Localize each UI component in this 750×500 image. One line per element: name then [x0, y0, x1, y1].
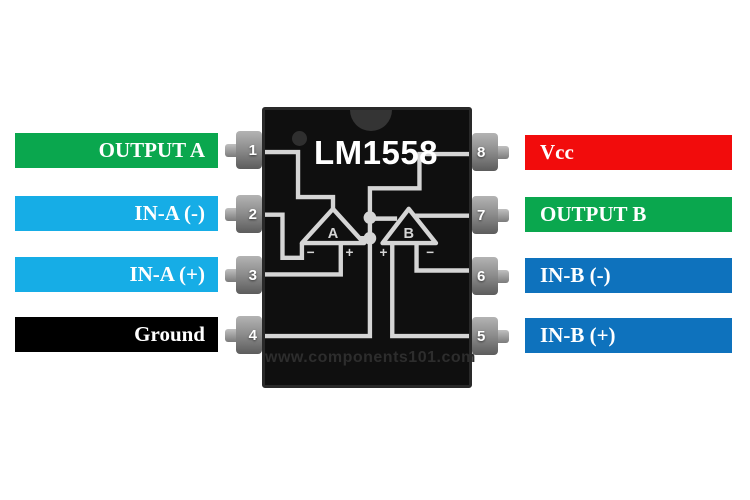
pin-lead-nub — [495, 270, 509, 283]
pin-tab-8: 8 — [472, 133, 498, 171]
pin-number: 8 — [477, 143, 486, 161]
opamp-b-triangle — [380, 206, 439, 246]
pin-label-output-a: OUTPUT A — [15, 133, 218, 168]
pin-number: 1 — [248, 141, 257, 159]
trace-pin7-output-b — [406, 208, 469, 218]
ic-body: A B − + + − LM1558 www.components101.com — [262, 107, 476, 388]
watermark-text: www.components101.com — [265, 349, 476, 366]
pin-label-text: IN-A (-) — [134, 201, 205, 225]
trace-pin1-output-a — [265, 149, 336, 211]
trace-pin6-in-b-minus — [414, 243, 469, 273]
pin-lead-nub — [495, 146, 509, 159]
pin-number: 3 — [248, 266, 257, 284]
pin-tab-1: 1 — [236, 131, 262, 169]
opamp-b-plus-mark: + — [380, 245, 388, 260]
opamp-b-minus-mark: − — [426, 245, 434, 260]
pin-label-text: IN-B (-) — [540, 263, 611, 287]
trace-pin3-in-a-plus — [265, 243, 343, 277]
pin-label-output-b: OUTPUT B — [525, 197, 732, 232]
pin-tab-2: 2 — [236, 195, 262, 233]
pin-tab-5: 5 — [472, 317, 498, 355]
opamp-a-plus-mark: + — [346, 245, 354, 260]
pin-label-in-b-noninverting: IN-B (+) — [525, 318, 732, 353]
opamp-a-minus-mark: − — [307, 245, 315, 260]
pin-label-ground: Ground — [15, 317, 218, 352]
pin-lead-nub — [495, 209, 509, 222]
pin-number: 5 — [477, 327, 486, 345]
pin-label-text: Vcc — [540, 140, 574, 164]
internal-schematic: A B − + + − — [265, 149, 469, 339]
pin-number: 7 — [477, 206, 486, 224]
pin-label-text: IN-B (+) — [540, 323, 616, 347]
pin-label-in-b-inverting: IN-B (-) — [525, 258, 732, 293]
pin-label-in-a-noninverting: IN-A (+) — [15, 257, 218, 292]
pin-label-text: IN-A (+) — [129, 262, 205, 286]
opamp-a-label: A — [328, 226, 339, 242]
pin-number: 4 — [248, 326, 257, 344]
pin-tab-4: 4 — [236, 316, 262, 354]
pin-label-text: Ground — [134, 322, 205, 346]
trace-pin5-in-b-plus — [390, 243, 469, 339]
pin-tab-7: 7 — [472, 196, 498, 234]
pin-label-in-a-inverting: IN-A (-) — [15, 196, 218, 231]
pin1-indicator-dot — [292, 131, 307, 146]
trace-pin8-vcc — [367, 151, 469, 218]
pin-lead-nub — [225, 269, 239, 282]
trace-pin2-in-a-minus — [265, 212, 305, 260]
junction-dot — [363, 231, 377, 245]
package-notch — [350, 110, 392, 131]
opamp-b-label: B — [404, 226, 415, 242]
pin-lead-nub — [225, 144, 239, 157]
chip-part-number: LM1558 — [313, 134, 439, 171]
pin-number: 2 — [248, 205, 257, 223]
trace-rail-pin4-ground — [265, 217, 373, 339]
pin-number: 6 — [477, 267, 486, 285]
pin-lead-nub — [225, 329, 239, 342]
pin-tab-6: 6 — [472, 257, 498, 295]
pin-label-text: OUTPUT A — [98, 138, 205, 162]
pin-label-text: OUTPUT B — [540, 202, 647, 226]
opamp-a-triangle — [299, 206, 367, 246]
junction-dot — [363, 211, 377, 225]
pin-tab-3: 3 — [236, 256, 262, 294]
pin-lead-nub — [495, 330, 509, 343]
pin-lead-nub — [225, 208, 239, 221]
ic-face: A B − + + − LM1558 www.components101.com — [265, 110, 476, 385]
pin-label-vcc: Vcc — [525, 135, 732, 170]
